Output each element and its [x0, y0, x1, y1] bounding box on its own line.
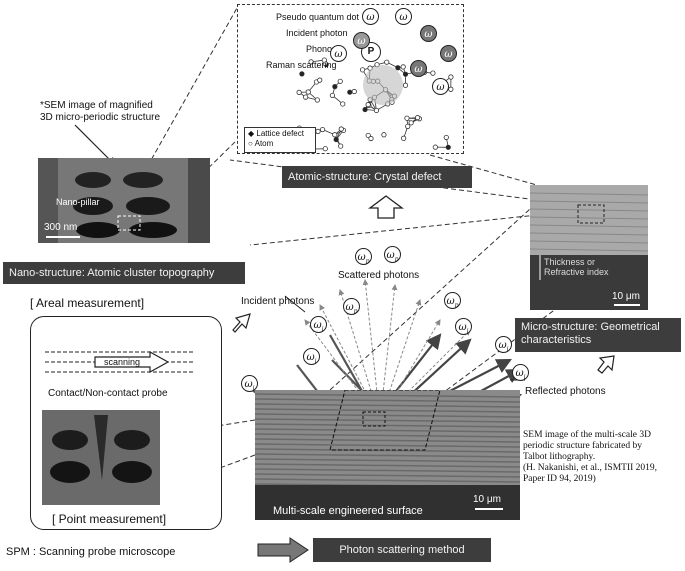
omega-inset-1: ω — [362, 8, 379, 25]
nano-scale-bar — [46, 236, 80, 238]
thickness-label: Thickness or Refractive index — [544, 257, 609, 277]
omega-i-3: ωi — [241, 375, 258, 392]
nano-pillar-label: Nano-pillar — [56, 197, 100, 207]
probe-sem-image — [42, 410, 160, 505]
nano-scale-label: 300 nm — [44, 222, 78, 233]
main-scale-label: 10 μm — [473, 494, 501, 505]
scanning-label: scanning — [104, 357, 141, 367]
omega-i-4: ωi — [455, 318, 472, 335]
omega-inset-7: ω — [353, 32, 370, 49]
sem-multi-caption: SEM image of the multi-scale 3D periodic… — [523, 430, 658, 484]
photon-scattering-box: Photon scattering method — [313, 538, 491, 562]
nano-sem-image: Nano-pillar 300 nm — [38, 158, 210, 243]
omega-p-1: ωp — [355, 248, 372, 265]
omega-i-1: ωi — [310, 316, 327, 333]
raman-scattering-label: Raman scattering — [266, 60, 337, 70]
omega-inset-4: ω — [440, 45, 457, 62]
areal-measurement-label: [ Areal measurement] — [30, 296, 145, 310]
main-scale-bar — [475, 508, 503, 510]
micro-scale-label: 10 μm — [612, 291, 640, 302]
micro-scale-bar — [614, 304, 640, 306]
phonon-label: Phonon — [306, 44, 338, 54]
omega-inset-5: ω — [410, 60, 427, 77]
spm-label: SPM : Scanning probe microscope — [6, 546, 176, 558]
main-image-label: Multi-scale engineered surface — [273, 505, 423, 517]
omega-inset-3: ω — [420, 25, 437, 42]
probe-caption: Contact/Non-contact probe — [48, 388, 168, 399]
omega-i-5: ωi — [495, 336, 512, 353]
sem-note: *SEM image of magnified 3D micro-periodi… — [40, 100, 161, 123]
scattered-photons-label: Scattered photons — [338, 270, 420, 281]
omega-inset-8: ω — [330, 45, 347, 62]
reflected-photons-label: Reflected photons — [525, 386, 606, 397]
micro-structure-box: Micro-structure: Geometrical characteris… — [515, 318, 681, 352]
omega-i-6: ωi — [512, 364, 529, 381]
omega-inset-2: ω — [395, 8, 412, 25]
point-measurement-label: [ Point measurement] — [52, 512, 167, 526]
omega-p-2: ωp — [384, 246, 401, 263]
nano-structure-box: Nano-structure: Atomic cluster topograph… — [3, 262, 245, 284]
omega-p-4: ωp — [343, 298, 360, 315]
micro-sem-image: Thickness or Refractive index 10 μm — [530, 185, 648, 310]
incident-photons-label: Incident photons — [241, 296, 315, 307]
omega-p-3: ωp — [444, 292, 461, 309]
omega-inset-6: ω — [432, 78, 449, 95]
main-sem-image: Multi-scale engineered surface 10 μm — [255, 390, 520, 520]
atomic-structure-box: Atomic-structure: Crystal defect — [282, 166, 472, 188]
pseudo-quantum-dot-label: Pseudo quantum dot — [276, 12, 360, 22]
legend-box: ◆ Lattice defect ○ Atom — [244, 127, 316, 153]
omega-i-2: ωi — [303, 348, 320, 365]
incident-photon-label: Incident photon — [286, 28, 348, 38]
